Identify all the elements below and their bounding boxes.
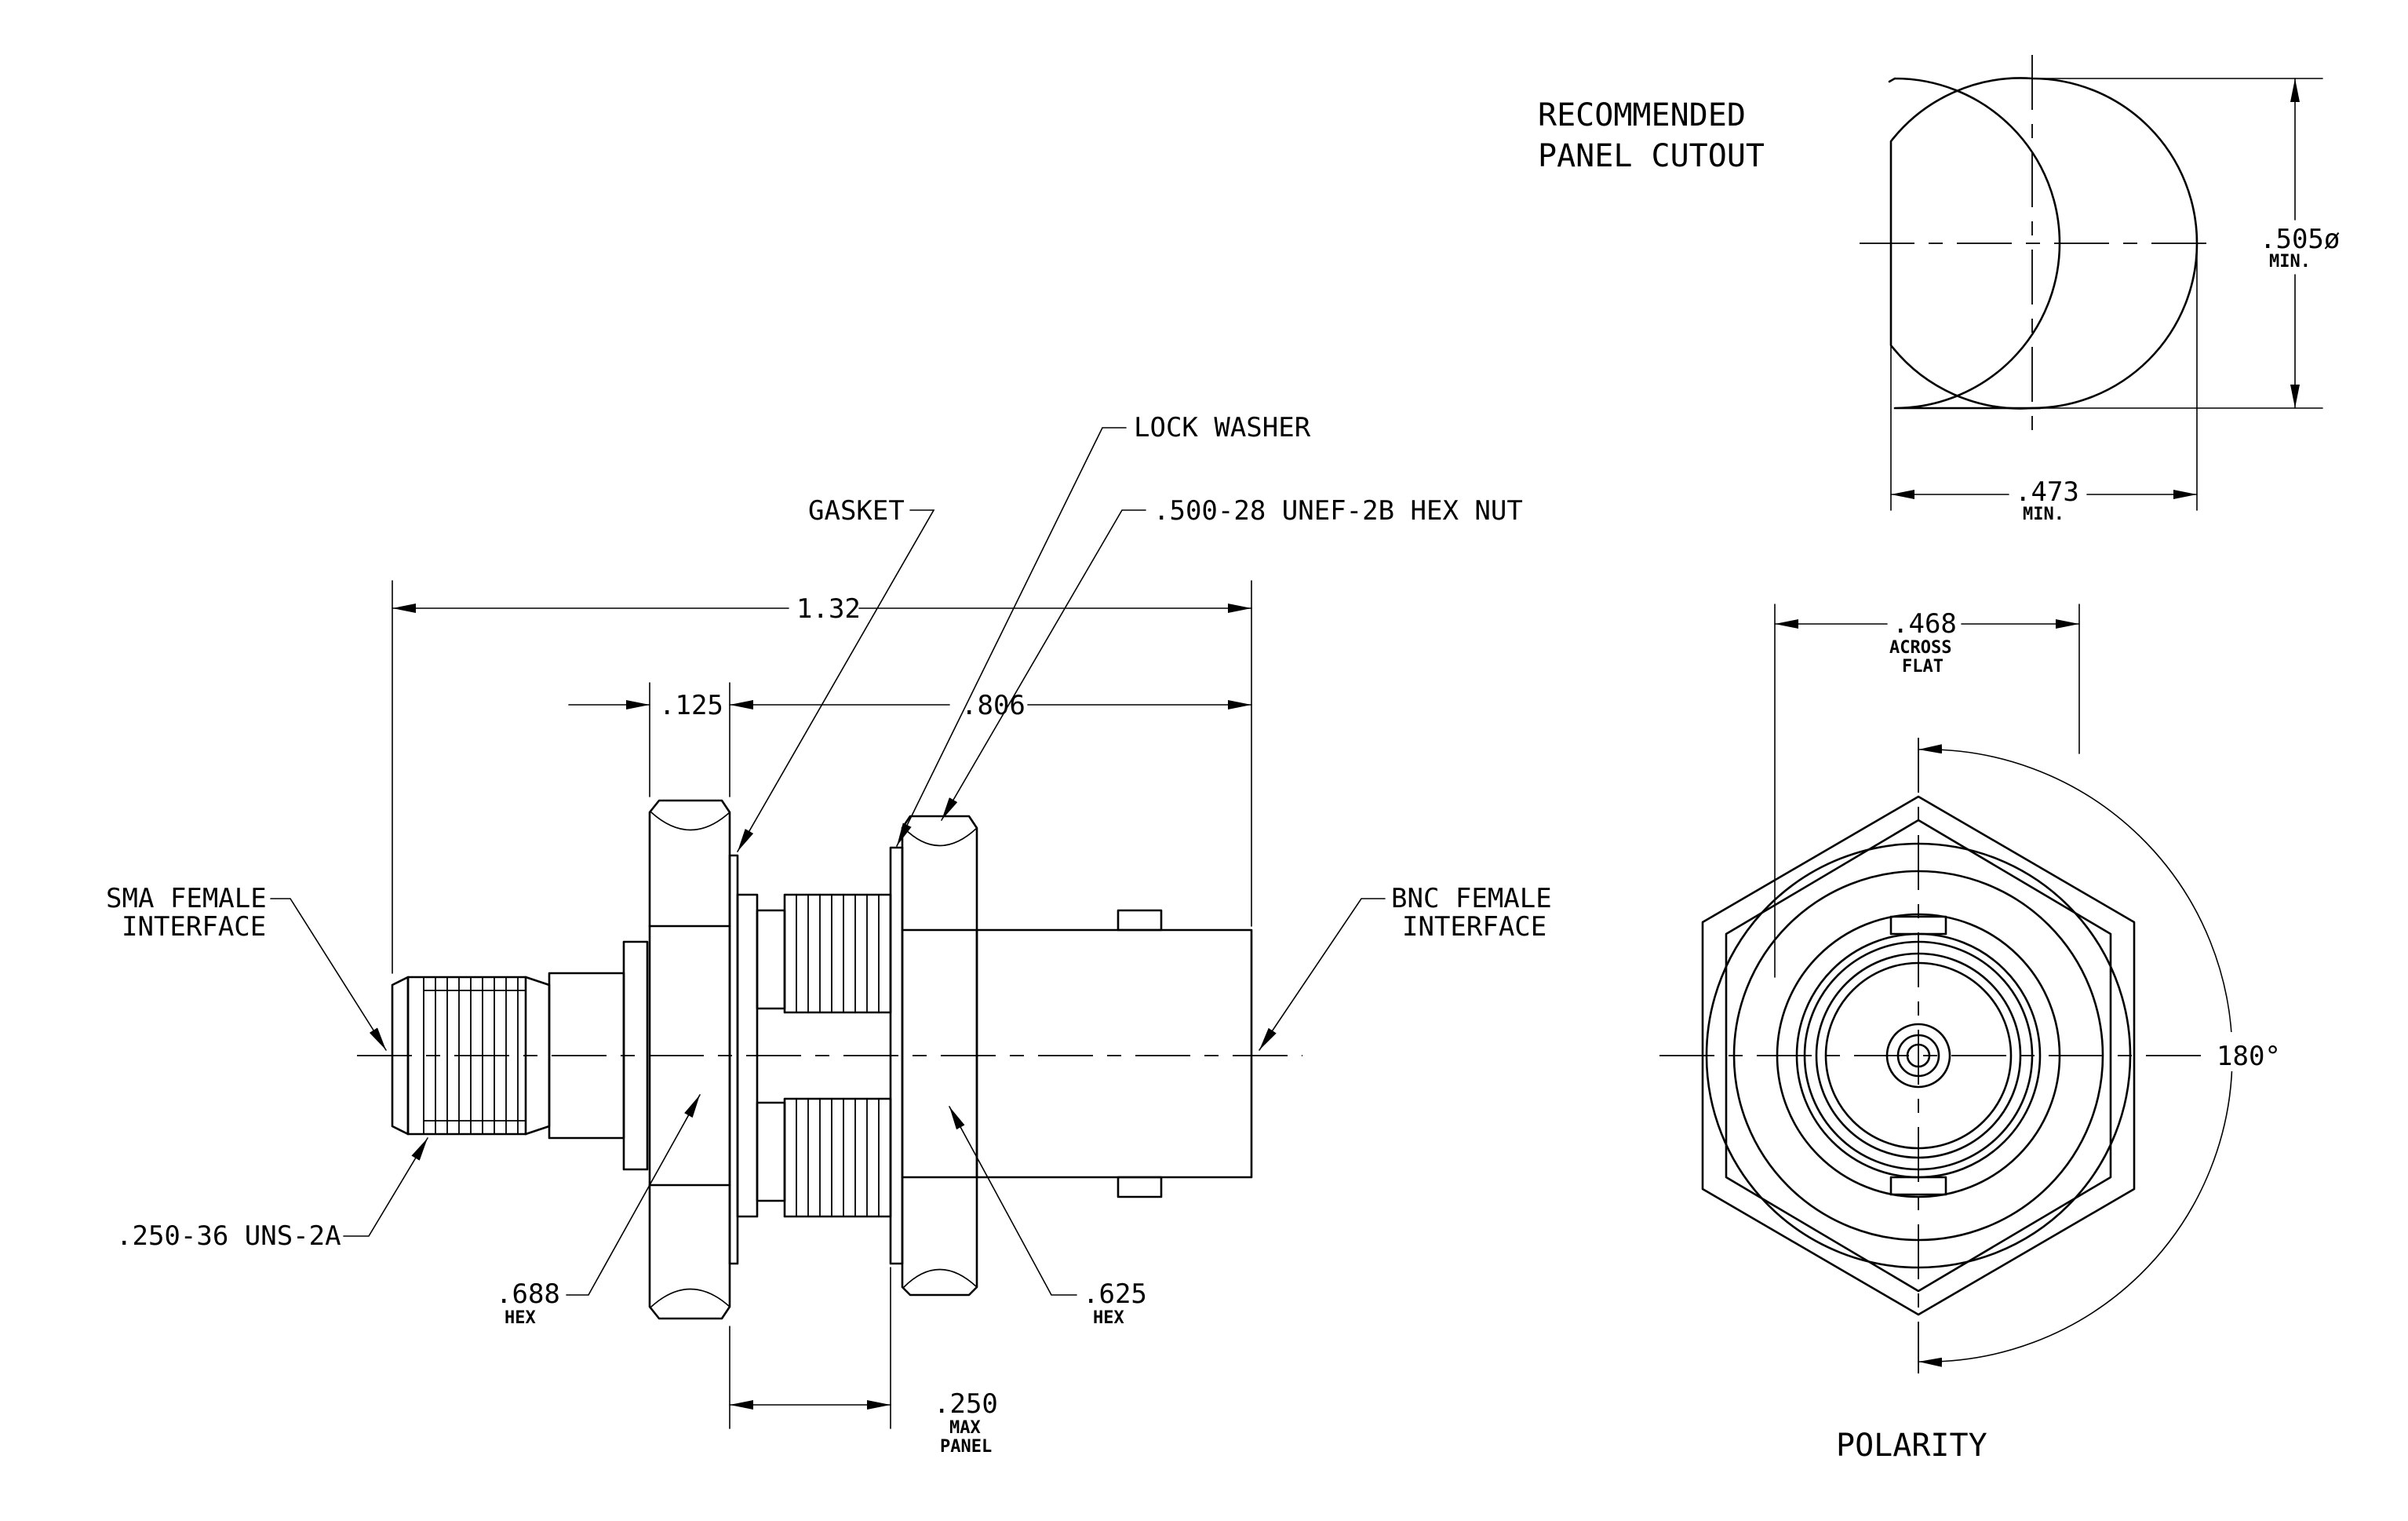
callout-hex688-value: .688: [496, 1278, 560, 1310]
sma-thread-section: [391, 976, 551, 1136]
polarity-view: .468 ACROSS FLAT 180° POLARITY: [1659, 604, 2281, 1464]
callout-lock-washer-label: LOCK WASHER: [1134, 412, 1311, 443]
end-hex-inner: [1725, 819, 2112, 1293]
end-circle-3: [1776, 913, 2061, 1198]
cutout-dim-width-value: .473: [2015, 476, 2079, 508]
callout-thread-leader: [343, 1137, 428, 1237]
callout-gasket-label: GASKET: [808, 495, 905, 527]
cutout-dim-height-value: .505ø: [2260, 224, 2340, 255]
callout-bnc-leader: [1259, 898, 1386, 1051]
dim-overall-value: 1.32: [796, 593, 861, 625]
end-circle-1: [1705, 842, 2132, 1269]
callout-gasket-leader: [737, 509, 935, 852]
callout-lock-washer-leader: [896, 427, 1127, 847]
callout-hex-nut-leader: [941, 509, 1146, 821]
stud-thread-lower: [756, 1097, 892, 1218]
callout-hex-nut-label: .500-28 UNEF-2B HEX NUT: [1153, 495, 1523, 527]
end-dim-flat-note2: FLAT: [1902, 657, 1944, 677]
cutout-d-shape: [1889, 77, 2199, 410]
callout-bnc-line1: BNC FEMALE: [1391, 883, 1552, 914]
polarity-caption: POLARITY: [1836, 1428, 1987, 1464]
end-pin: [1906, 1043, 1931, 1068]
hex-flange-688: [648, 799, 731, 1320]
gasket: [728, 854, 739, 1265]
callout-hex625-value: .625: [1083, 1278, 1147, 1310]
end-bayonet-lug-top: [1889, 915, 1947, 936]
panel-cutout-title-line1: RECOMMENDED: [1538, 97, 1746, 133]
bnc-body: [975, 909, 1253, 1198]
stud-thread-upper: [756, 893, 892, 1014]
callout-sma-line2: INTERFACE: [122, 911, 266, 943]
end-angle-label-bg: [2214, 1032, 2269, 1071]
cutout-outline: [1888, 77, 2061, 410]
panel-cutout-view: RECOMMENDED PANEL CUTOUT .505ø MIN. .473…: [1538, 55, 2340, 524]
end-circle-5: [1803, 940, 2034, 1171]
end-hex-outer: [1701, 795, 2136, 1316]
cutout-dim-height-note: MIN.: [2269, 252, 2311, 272]
stud-collar: [736, 893, 759, 1218]
end-angle-label: 180°: [2217, 1041, 2281, 1072]
end-circle-2: [1732, 870, 2104, 1242]
end-circle-9: [1896, 1034, 1940, 1078]
callout-hex625-note: HEX: [1093, 1308, 1124, 1328]
callout-hex688-leader: [566, 1094, 701, 1296]
dim-panel-note2: PANEL: [940, 1437, 992, 1457]
sma-shoulder: [622, 940, 649, 1171]
dim-flange-value: .125: [659, 690, 723, 721]
callout-bnc-line2: INTERFACE: [1402, 911, 1546, 943]
end-bayonet-lug-bottom: [1889, 1176, 1947, 1196]
panel-cutout-title-line2: PANEL CUTOUT: [1538, 138, 1765, 174]
end-circle-8: [1885, 1023, 1951, 1089]
end-dim-flat-value: .468: [1893, 608, 1957, 640]
callout-hex688-note: HEX: [505, 1308, 536, 1328]
cutout-dim-width-note: MIN.: [2023, 505, 2064, 524]
end-dim-flat-note1: ACROSS: [1889, 638, 1951, 658]
dim-panel-note1: MAX: [949, 1418, 981, 1438]
callout-sma-leader: [270, 898, 387, 1051]
end-angle-arc-upper: [1918, 744, 2233, 1056]
callout-hex625-leader: [949, 1106, 1077, 1296]
end-angle-arc-lower: [1918, 1055, 2233, 1367]
callout-sma-line1: SMA FEMALE: [106, 883, 267, 914]
end-circle-7: [1824, 961, 2013, 1150]
side-view: 1.32 .125 .806 .250 MAX PANEL GASKET LOC…: [106, 412, 1552, 1457]
dim-panel-value: .250: [934, 1388, 998, 1420]
callout-thread-label: .250-36 UNS-2A: [116, 1220, 341, 1252]
end-circle-6: [1815, 952, 2022, 1159]
